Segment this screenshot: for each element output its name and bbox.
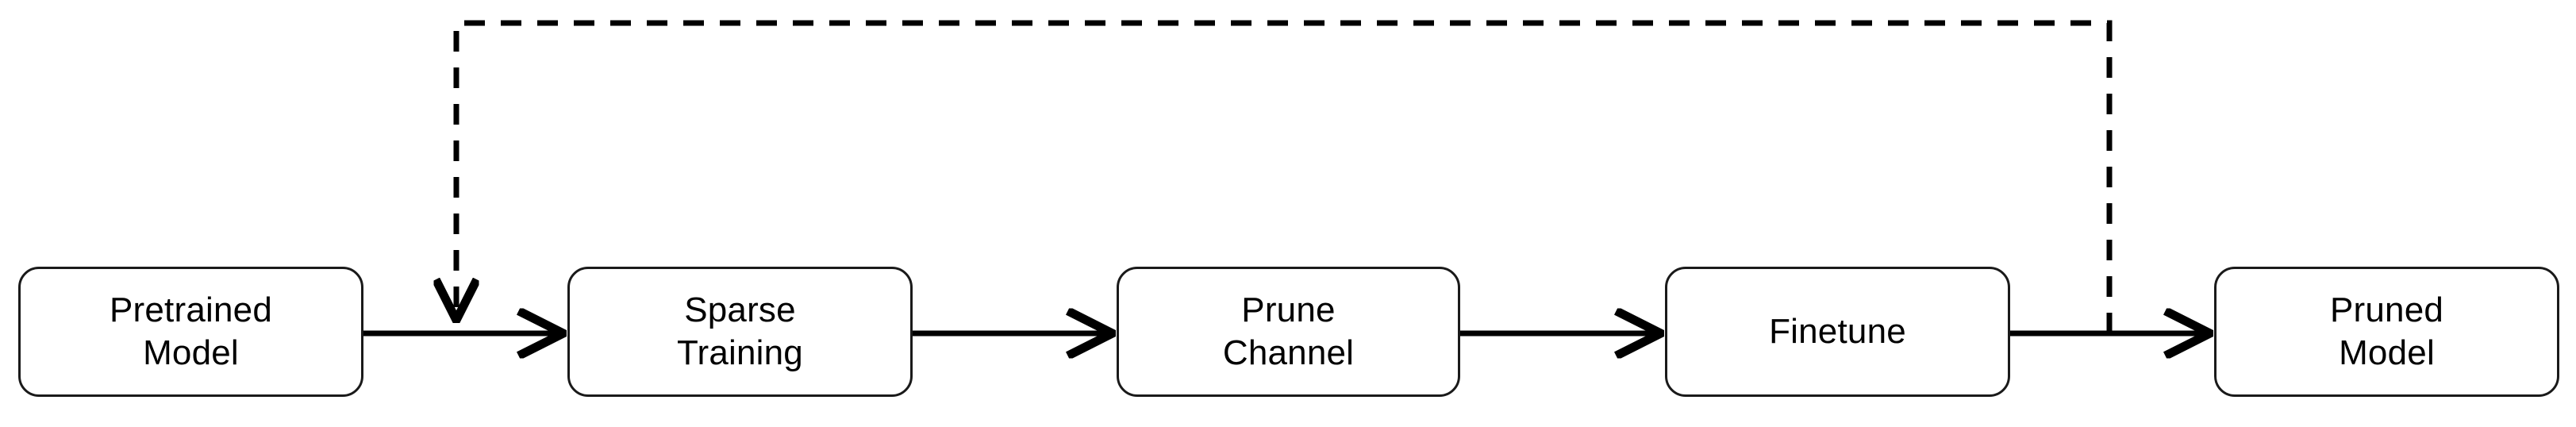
node-label-sparse-training: Sparse Training [677, 290, 803, 372]
edge-feedback-loop [456, 20, 2113, 333]
node-pretrained-model[interactable]: Pretrained Model [18, 267, 363, 397]
node-label-pruned-model: Pruned Model [2329, 290, 2444, 372]
node-label-finetune: Finetune [1769, 312, 1906, 352]
node-sparse-training[interactable]: Sparse Training [567, 267, 913, 397]
feedback-dashed-path [456, 20, 2113, 333]
node-finetune[interactable]: Finetune [1665, 267, 2010, 397]
node-prune-channel[interactable]: Prune Channel [1117, 267, 1460, 397]
node-pruned-model[interactable]: Pruned Model [2214, 267, 2559, 397]
node-label-prune-channel: Prune Channel [1222, 290, 1355, 372]
node-label-pretrained-model: Pretrained Model [109, 290, 272, 372]
